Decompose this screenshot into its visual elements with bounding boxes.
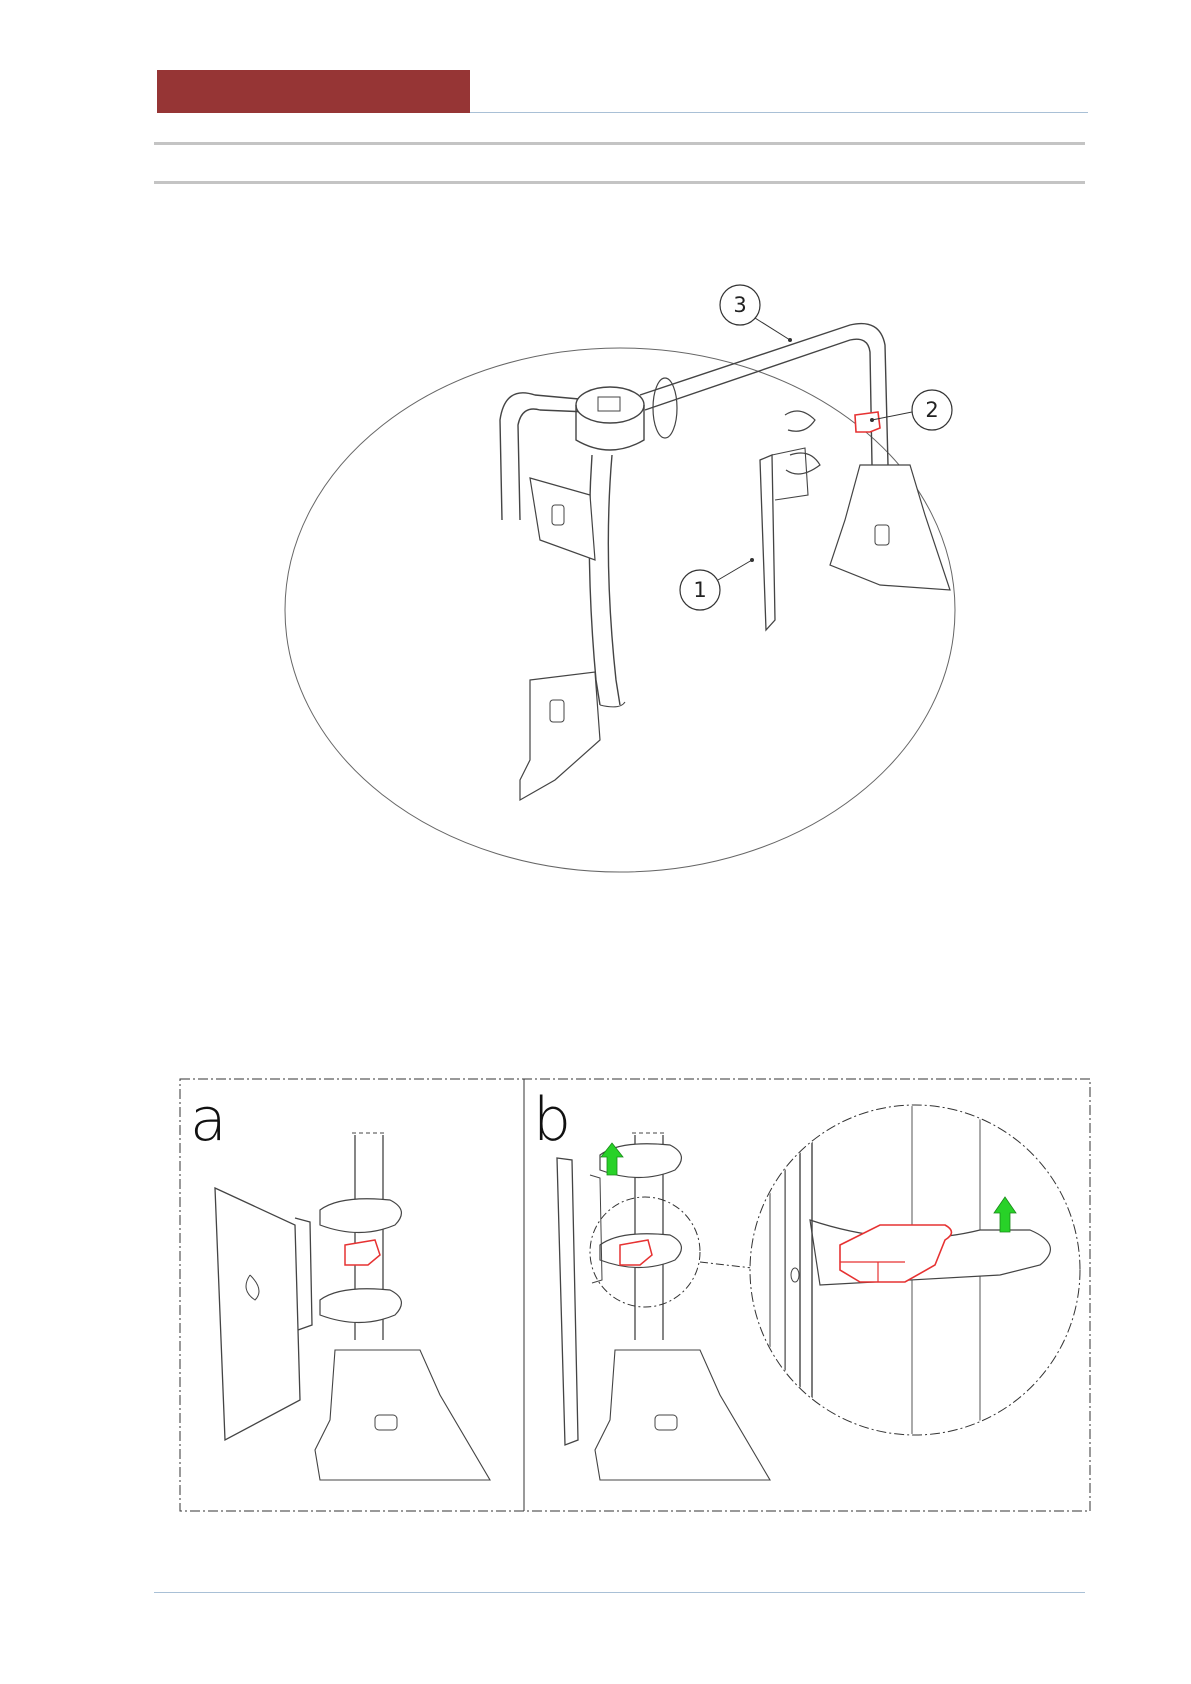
- panel-a-drawing: [215, 1133, 490, 1480]
- panel-b-drawing: [557, 1105, 1080, 1480]
- panel-b-label: b: [533, 1085, 571, 1155]
- panel-a-label: a: [190, 1085, 227, 1155]
